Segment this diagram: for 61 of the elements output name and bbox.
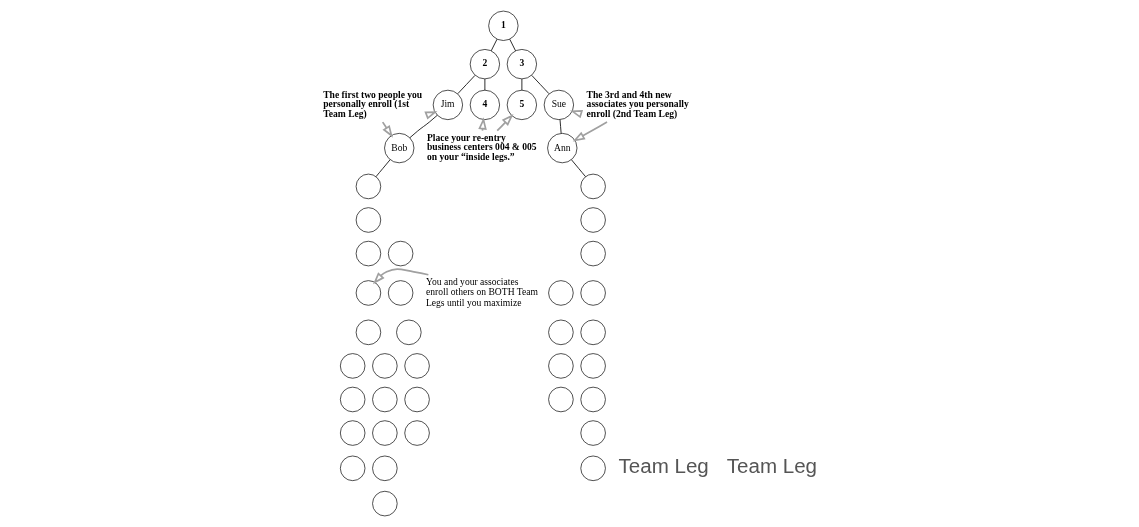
node-circle <box>371 386 398 413</box>
node-circle: Bob <box>383 133 414 164</box>
label: Team Leg <box>618 454 709 478</box>
node-circle <box>579 319 606 346</box>
node-circle <box>371 455 398 481</box>
connector <box>456 75 475 95</box>
node-circle <box>547 353 574 379</box>
node-circle <box>403 386 430 413</box>
arrow <box>572 121 608 142</box>
node-circle <box>403 420 430 446</box>
node-circle <box>339 420 365 446</box>
node-circle <box>339 455 365 481</box>
connector <box>490 38 497 52</box>
node-circle <box>339 386 365 413</box>
connector <box>559 119 562 134</box>
arrow <box>495 114 514 132</box>
node-circle <box>579 455 606 481</box>
node-circle <box>579 386 606 413</box>
node-circle <box>547 280 574 306</box>
node-circle <box>339 353 365 379</box>
node-circle <box>579 420 606 446</box>
connector <box>508 38 516 52</box>
node-circle <box>579 173 606 200</box>
connector <box>570 159 586 178</box>
node-circle <box>579 280 606 306</box>
node-circle <box>371 353 398 379</box>
node-circle <box>371 420 398 446</box>
connector <box>520 78 522 91</box>
node-circle <box>371 490 398 517</box>
connector <box>483 78 485 91</box>
connector <box>530 75 549 95</box>
node-text: The first two people you personally enroll (1st Team Leg) <box>322 88 422 119</box>
node-circle: 5 <box>506 89 537 120</box>
node-circle: Sue <box>543 89 574 120</box>
node-circle <box>395 319 422 346</box>
node-circle <box>387 280 413 306</box>
node-circle <box>355 319 381 346</box>
node-circle <box>579 240 606 267</box>
node-circle: 1 <box>487 10 518 41</box>
node-text: Place your re-entry business centers 004 & 005 on your “inside legs.” <box>426 131 537 162</box>
arrow <box>372 268 429 285</box>
node-text: You and your associates enroll others on BOTH Team Legs until you maximize <box>425 276 538 308</box>
node-circle: Ann <box>546 133 577 164</box>
node-text: The 3rd and 4th new associates you personally enroll (2nd Team Leg) <box>586 88 689 119</box>
node-circle <box>355 240 381 267</box>
node-circle <box>579 207 606 233</box>
node-circle <box>355 207 381 233</box>
node-circle <box>387 240 413 267</box>
node-circle: Jim <box>432 89 463 120</box>
node-circle <box>355 173 381 200</box>
node-circle <box>403 353 430 379</box>
node-circle: 3 <box>506 49 537 80</box>
node-circle <box>355 280 381 306</box>
node-circle <box>547 386 574 413</box>
node-circle: 2 <box>469 49 500 80</box>
label: Team Leg <box>726 454 817 478</box>
node-circle <box>579 353 606 379</box>
node-circle: 4 <box>469 89 500 120</box>
arrow <box>381 121 393 138</box>
connector <box>375 159 390 178</box>
node-circle <box>547 319 574 346</box>
